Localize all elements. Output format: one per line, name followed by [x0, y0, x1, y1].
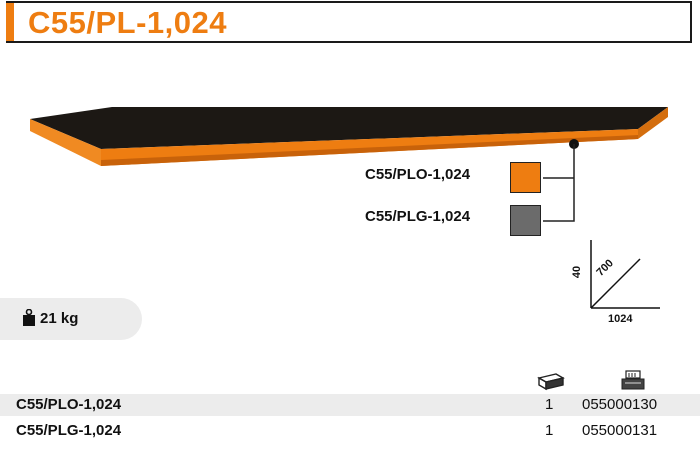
variant-label-grey: C55/PLG-1,024 — [365, 208, 471, 225]
connector-line — [543, 144, 575, 222]
package-quantity-icon — [537, 373, 565, 391]
row-code: C55/PLO-1,024 — [16, 396, 122, 413]
swatch-grey — [510, 205, 541, 236]
row-qty: 1 — [545, 422, 554, 439]
dimension-diagram — [590, 240, 660, 309]
row-code: C55/PLG-1,024 — [16, 422, 122, 439]
dimension-width: 1024 — [608, 313, 633, 325]
swatch-orange — [510, 162, 541, 193]
worktop-surface — [30, 107, 668, 149]
weight-value: 21 kg — [40, 310, 79, 327]
worktop-left-edge — [30, 119, 101, 166]
worktop-right-edge — [638, 107, 668, 139]
row-qty: 1 — [545, 396, 554, 413]
row-number: 055000130 — [582, 396, 658, 413]
weight-badge: 21 kg — [0, 298, 142, 340]
worktop-front-edge-shade — [101, 135, 638, 166]
dimension-height: 40 — [571, 265, 584, 279]
table-row: C55/PLO-1,024 1 055000130 — [0, 394, 700, 416]
row-number: 055000131 — [582, 422, 658, 439]
title-bar: C55/PL-1,024 — [6, 1, 692, 43]
variant-label-orange: C55/PLO-1,024 — [365, 166, 471, 183]
table-row: C55/PLG-1,024 1 055000131 — [0, 420, 700, 442]
barcode-printer-icon — [621, 370, 645, 390]
page-title: C55/PL-1,024 — [28, 5, 227, 40]
weight-icon — [23, 309, 35, 326]
